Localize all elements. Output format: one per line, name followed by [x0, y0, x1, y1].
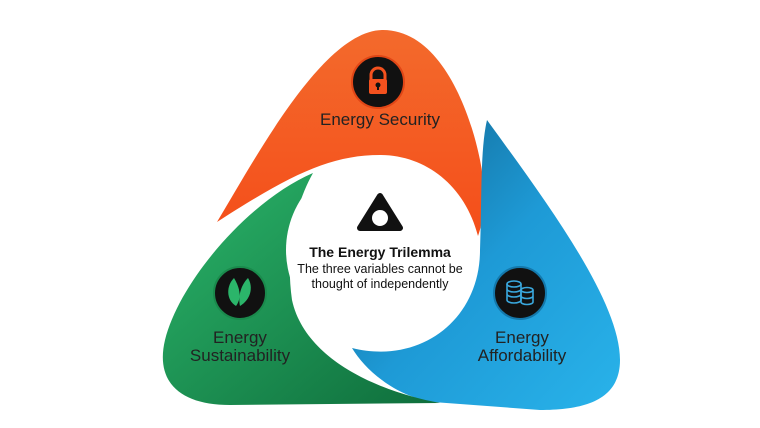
label-line2: Sustainability — [189, 346, 291, 365]
trilemma-logo-icon — [357, 193, 403, 231]
subtitle-line1: The three variables cannot be — [297, 262, 463, 276]
security-blade — [217, 30, 484, 236]
lock-icon — [351, 55, 405, 109]
sustainability-blade — [162, 173, 440, 405]
label-line2: Affordability — [477, 346, 567, 365]
affordability-blade — [352, 120, 620, 410]
subtitle-line2: thought of independently — [311, 277, 449, 291]
leaf-icon — [213, 266, 267, 320]
label-line1: Energy — [213, 328, 267, 347]
label-line1: Energy — [495, 328, 549, 347]
center-title: The Energy Trilemma — [309, 244, 451, 260]
center-circle — [286, 156, 474, 344]
coins-icon — [493, 266, 547, 320]
pillar-label-security: Energy Security — [320, 110, 440, 129]
